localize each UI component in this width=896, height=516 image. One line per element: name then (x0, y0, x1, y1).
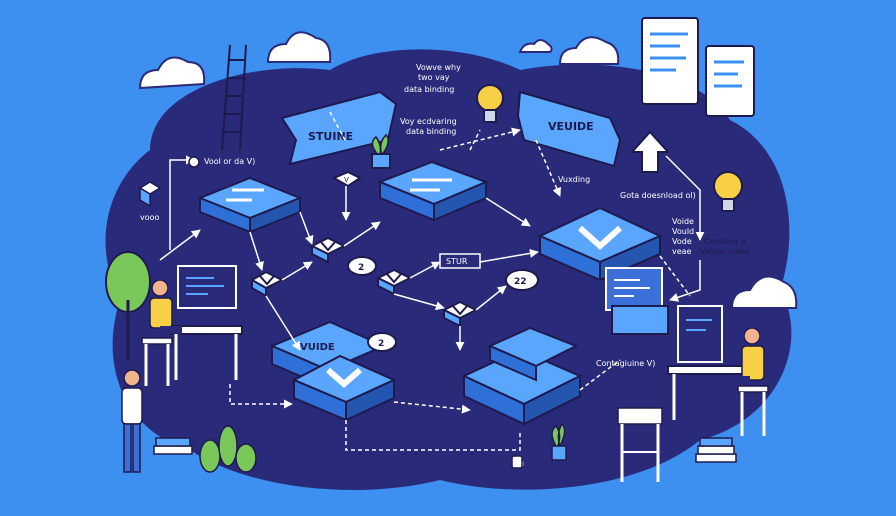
v-node: V (331, 170, 362, 188)
ladder-icon (221, 44, 247, 151)
chevron-v-icon (452, 305, 468, 316)
tree-icon (105, 251, 151, 360)
component-block (197, 176, 303, 234)
cloud-icon (138, 56, 206, 90)
cloud-icon (558, 36, 620, 65)
subtitle-line-1: Voy ecdvaring (400, 117, 457, 126)
cloud-icon (518, 39, 553, 53)
chevron-v-icon (577, 225, 623, 251)
banner-veuide-label: VEUIDE (548, 120, 594, 133)
badge: 2 (347, 256, 377, 276)
component-block (377, 160, 489, 222)
badge: 22 (505, 269, 539, 291)
plant-icon (371, 133, 391, 169)
lightbulb-icon (713, 171, 743, 212)
note-list-2: Vould (672, 227, 694, 236)
board-background (105, 49, 792, 491)
code-panel (605, 267, 669, 335)
shield-icon (138, 181, 162, 208)
subtitle-line-2: data binding (406, 127, 456, 136)
tag-stur: STUR (439, 253, 481, 269)
note-creating-2: Vadaemolee (700, 247, 749, 256)
book-stack-icon (153, 437, 193, 455)
note-vuxding: Vuxding (558, 175, 590, 184)
workstation-right (667, 305, 769, 436)
dot-icon (188, 156, 200, 168)
v-node (309, 236, 347, 264)
banner-stuine-label: STUINE (308, 130, 353, 143)
chevron-v-icon (326, 367, 362, 388)
title-line-2: two vay (418, 73, 450, 82)
small-tag-icon (511, 455, 523, 469)
document-icon (641, 17, 699, 105)
chevron-v-icon (320, 241, 336, 252)
arrow-up-icon (629, 130, 671, 173)
badge-label: 2 (358, 263, 364, 273)
person-icon (149, 279, 182, 334)
note-configuring: Contagiuine V) (596, 359, 655, 368)
document-icon (705, 45, 755, 117)
monitor-icon (677, 305, 723, 363)
v-node (249, 270, 285, 298)
title-line-3: data binding (404, 85, 454, 94)
v-node-label: V (344, 176, 349, 184)
cloud-icon (266, 31, 332, 63)
note-list-1: Voide (672, 217, 694, 226)
note-list-4: veae (672, 247, 692, 256)
tag-stur-label: STUR (446, 257, 468, 266)
note-left: Vool or da V) (204, 157, 255, 166)
note-left-small: vooo (140, 213, 160, 222)
book-stack-icon (695, 437, 737, 463)
component-block-v (291, 354, 397, 422)
person-icon (728, 327, 765, 384)
connectors (159, 111, 705, 451)
side-table (617, 407, 663, 482)
badge-label: 22 (514, 277, 527, 287)
chevron-v-icon (386, 273, 402, 284)
note-download: Gota doesnload ol) (620, 191, 696, 200)
note-list-3: Vode (672, 237, 692, 246)
badge: 2 (367, 332, 397, 352)
person-icon (121, 369, 143, 473)
lightbulb-icon (476, 84, 504, 123)
title-line-1: Vowve why (416, 63, 461, 72)
note-creating-1: Creating a (704, 237, 746, 246)
chevron-v-icon (259, 275, 275, 286)
block-vuide-label: VUIDE (300, 342, 335, 353)
badge-label: 2 (378, 339, 384, 349)
cloud-icon (730, 275, 798, 309)
banner-veuide: VEUIDE (516, 90, 622, 168)
component-block-v (537, 206, 663, 282)
plant-icon (199, 425, 257, 473)
plant-icon (551, 422, 567, 461)
workstation-left (141, 265, 243, 386)
